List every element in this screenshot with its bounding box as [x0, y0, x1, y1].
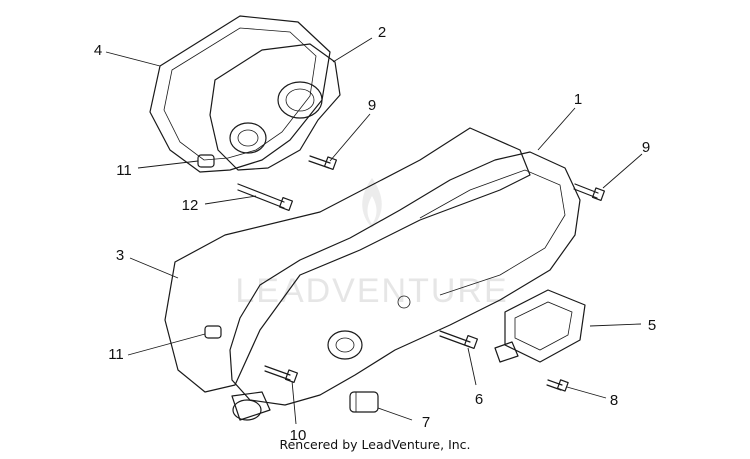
part-10-bolt [264, 365, 299, 384]
part-5-air-duct [494, 289, 586, 363]
callout-4: 4 [94, 42, 102, 59]
part-6-bolt [439, 330, 479, 350]
part-11-dowel-lower [204, 325, 222, 339]
callout-8: 8 [610, 392, 618, 409]
callout-12: 12 [182, 197, 199, 214]
watermark-text: LEADVENTURE [235, 272, 508, 310]
leader-4 [105, 51, 161, 67]
leader-lines [105, 37, 643, 425]
callout-9-upper: 9 [368, 97, 376, 114]
leader-9-right [602, 153, 643, 189]
callout-1: 1 [574, 91, 582, 108]
flame-logo-icon [362, 178, 382, 228]
callout-11-lower: 11 [108, 346, 124, 363]
callout-3: 3 [116, 247, 124, 264]
leader-1 [537, 107, 576, 151]
callout-6: 6 [475, 391, 483, 408]
leader-11-lower [127, 333, 206, 356]
leader-3 [129, 257, 179, 279]
part-8-bolt [546, 379, 569, 392]
leader-2 [332, 37, 373, 63]
part-4-gasket-inner [163, 27, 317, 161]
callout-2: 2 [378, 24, 386, 41]
part-3-gasket [164, 127, 531, 393]
part-1-crankcase-cover [229, 151, 581, 421]
part-7-plug [349, 391, 379, 413]
leader-7 [377, 407, 413, 421]
callout-labels: 4 2 9 11 12 1 9 3 11 5 6 7 8 10 [94, 24, 656, 444]
callout-7: 7 [422, 414, 430, 431]
part-2-cover [209, 43, 341, 171]
leader-11-upper [137, 160, 199, 169]
leader-12 [204, 195, 257, 205]
part-4-gasket [149, 15, 331, 173]
leader-10 [291, 380, 297, 425]
watermark: LEADVENTURE [235, 178, 508, 310]
part-9-bolt-right [573, 183, 606, 202]
callout-10: 10 [290, 427, 307, 444]
leader-6 [467, 347, 477, 386]
part-12-bolt [237, 183, 294, 212]
leader-5 [589, 323, 642, 327]
callout-9-right: 9 [642, 139, 650, 156]
leader-8 [566, 386, 607, 399]
leader-9-upper [329, 113, 371, 162]
credit-text: Rencered by LeadVenture, Inc. [279, 437, 471, 452]
callout-11-upper: 11 [116, 162, 132, 179]
callout-5: 5 [648, 317, 656, 334]
